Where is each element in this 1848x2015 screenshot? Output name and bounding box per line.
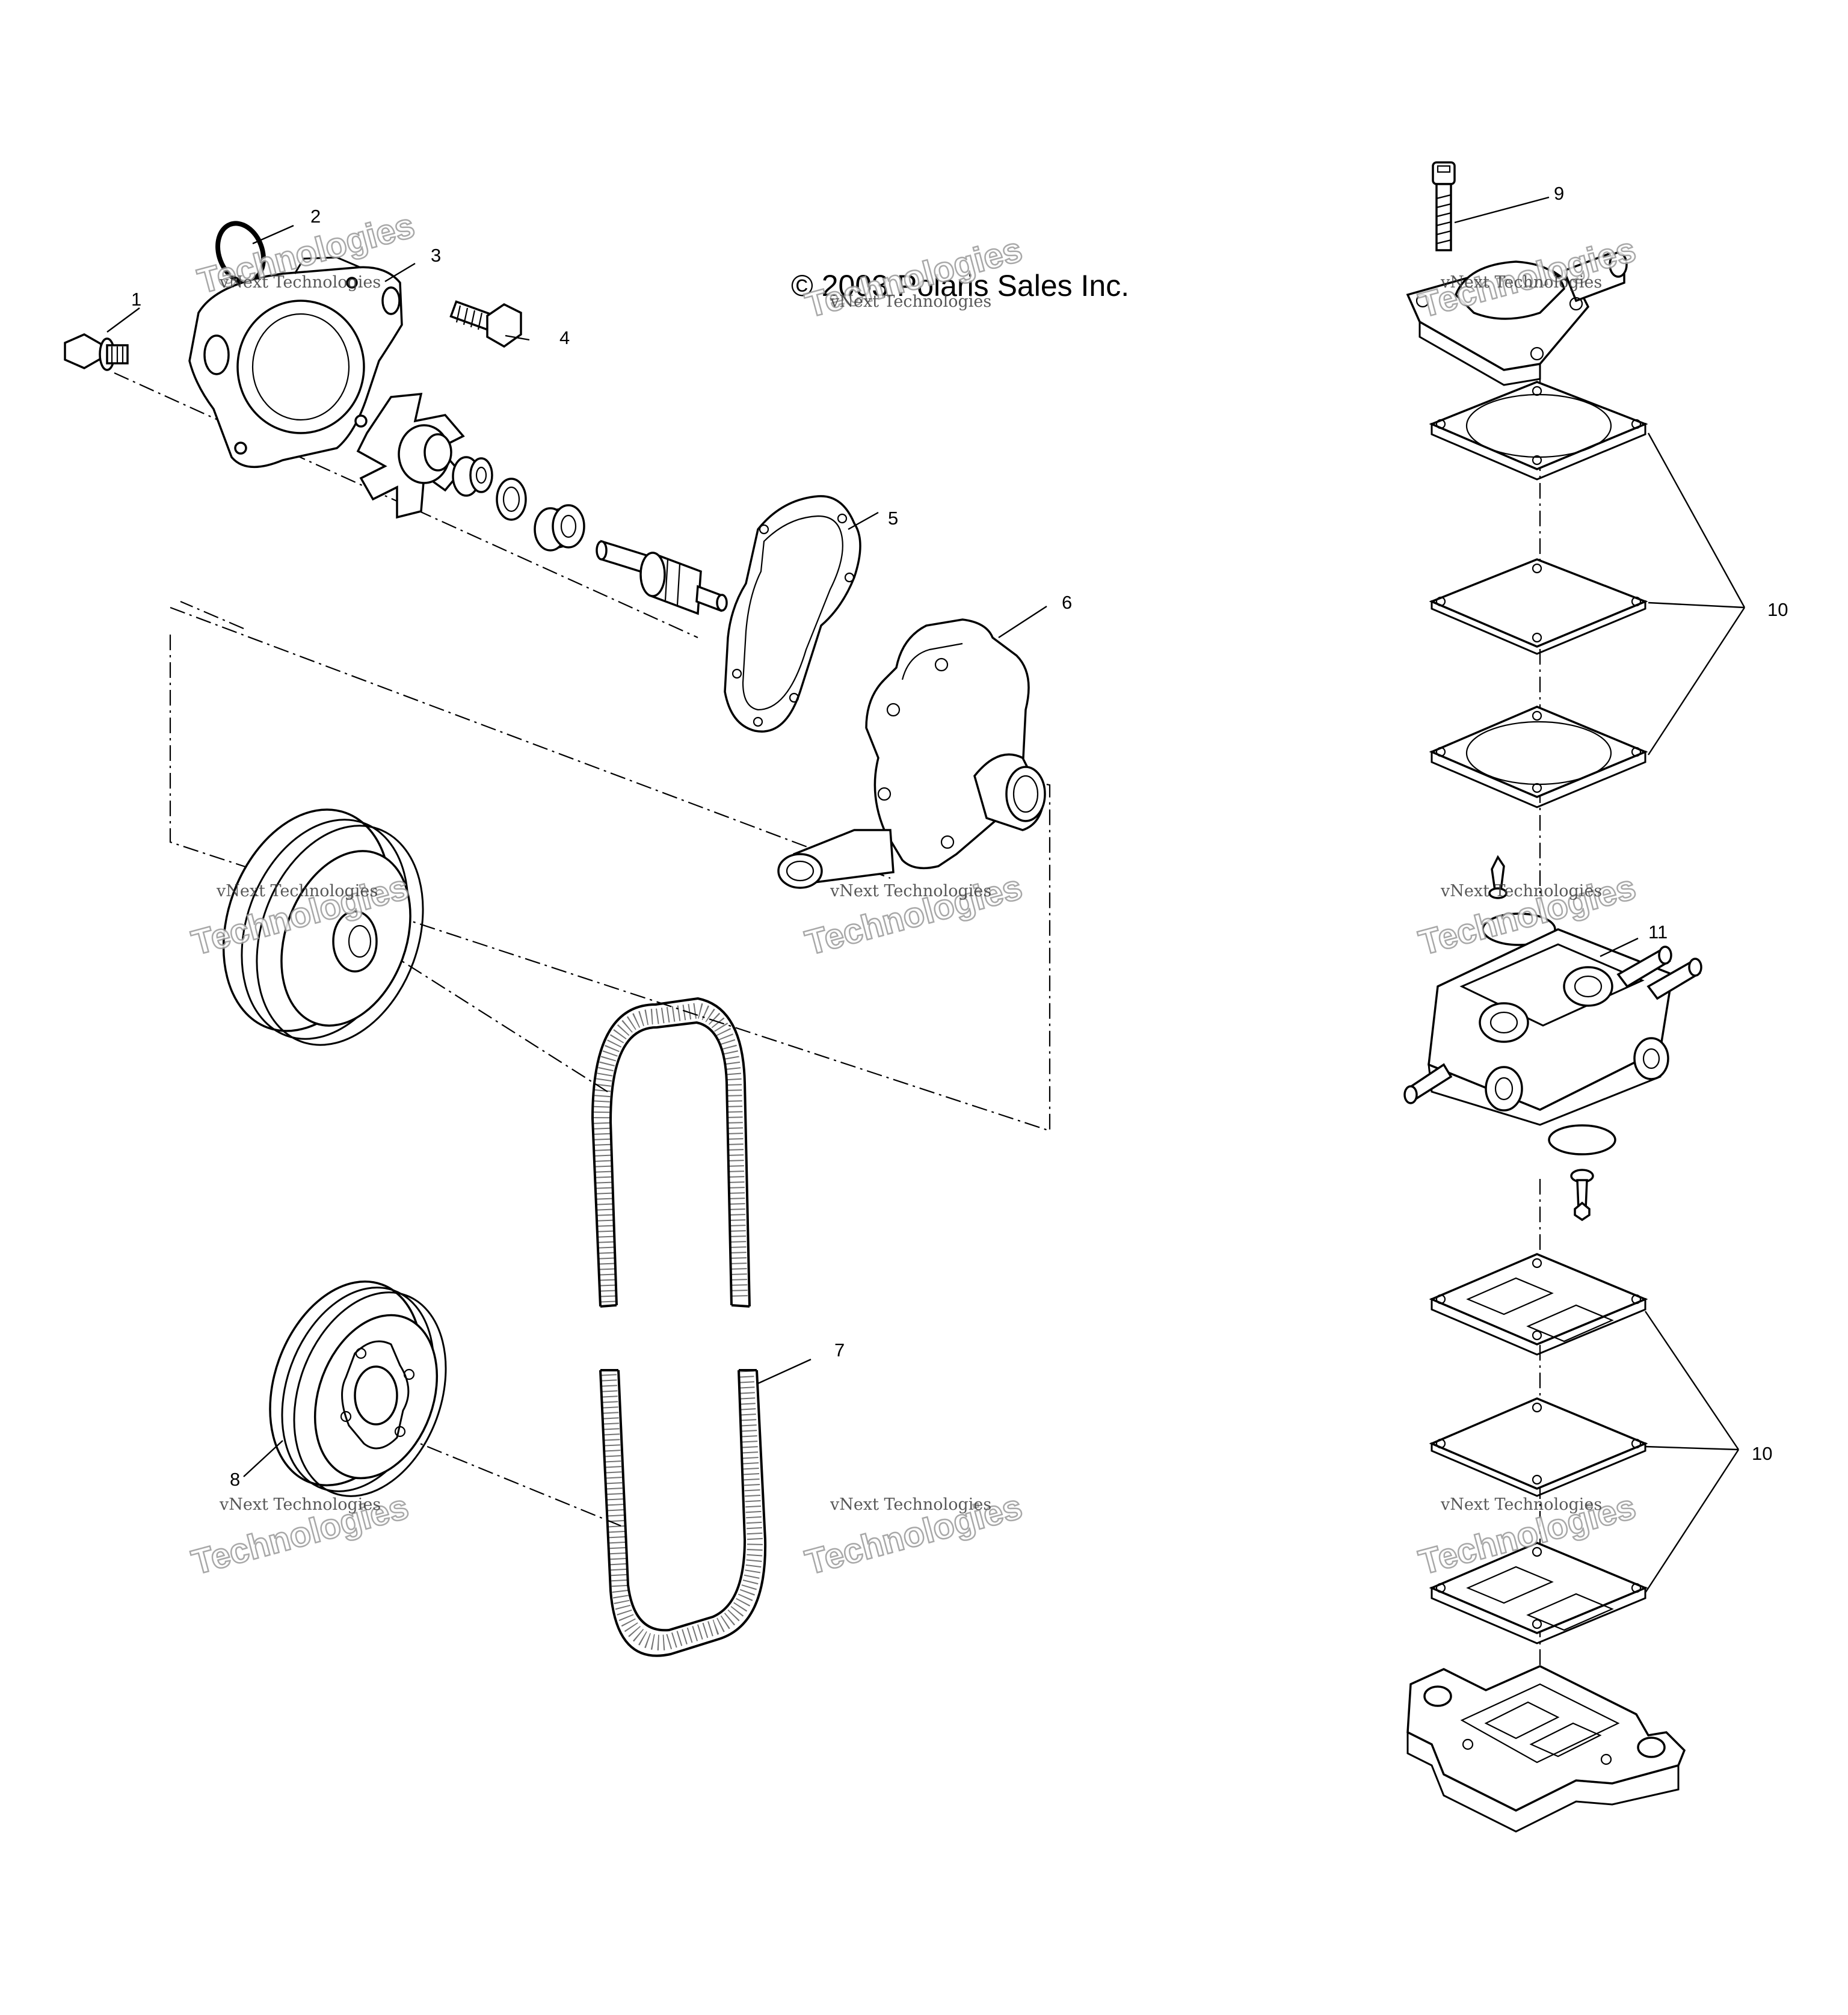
watermark-small: vNext Technologies (830, 882, 991, 900)
watermark-small: vNext Technologies (216, 882, 378, 900)
callout-10-lower: 10 (1752, 1443, 1772, 1464)
bushing (534, 504, 585, 552)
callout-2: 2 (310, 206, 321, 227)
callout-10-upper: 10 (1767, 599, 1788, 620)
fuel-pump-gasket-kit (1429, 381, 1648, 808)
pump-cover (188, 256, 403, 468)
watermark-small: vNext Technologies (219, 1495, 381, 1514)
impeller (356, 393, 465, 519)
pump-gasket (724, 495, 861, 733)
watermark-small: vNext Technologies (1440, 1495, 1602, 1514)
callout-labels: 1 2 3 4 5 6 7 8 9 10 10 11 (131, 183, 1788, 1490)
fuel-pump-screw (1432, 161, 1456, 251)
callout-3: 3 (431, 245, 441, 266)
callout-6: 6 (1062, 592, 1072, 613)
watermark-small: vNext Technologies (1440, 882, 1602, 900)
fuel-pump-base (1406, 1665, 1686, 1833)
copyright-text: © 2003 Polaris Sales Inc. (791, 269, 1129, 303)
callout-1: 1 (131, 289, 141, 310)
fuel-pump-cover (1406, 251, 1628, 386)
callout-4: 4 (559, 327, 570, 348)
pump-shaft (596, 540, 728, 615)
watermark-small: vNext Technologies (219, 273, 381, 292)
driven-pulley (222, 808, 424, 1046)
callout-5: 5 (888, 508, 898, 529)
pump-housing (777, 618, 1046, 889)
fuel-pump-gasket-kit-lower (1429, 1253, 1648, 1644)
seal-washer (496, 478, 527, 521)
callout-8: 8 (230, 1469, 240, 1490)
drive-pulley (269, 1280, 447, 1497)
drive-belt (591, 997, 767, 1657)
bearing-seal (452, 456, 493, 497)
flange-bolt (64, 333, 129, 371)
leader-lines (106, 196, 1746, 1593)
watermark-small: vNext Technologies (830, 292, 991, 311)
callout-11: 11 (1648, 921, 1668, 943)
cover-bolt (449, 300, 522, 348)
watermark-small: vNext Technologies (1440, 273, 1602, 292)
watermark-small: vNext Technologies (830, 1495, 991, 1514)
callout-7: 7 (834, 1340, 845, 1361)
fuel-pump-body (1403, 855, 1702, 1222)
callout-9: 9 (1554, 183, 1564, 204)
